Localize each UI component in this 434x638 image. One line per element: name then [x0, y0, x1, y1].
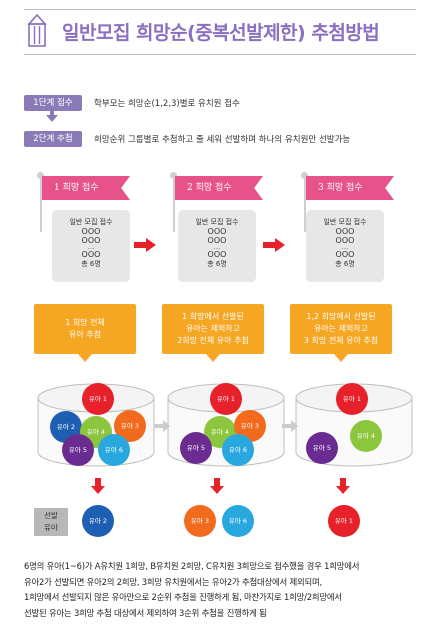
- bubble-line: 3 희망 전체 유아 추첨: [303, 336, 379, 345]
- child-ball: 유아 5: [306, 432, 338, 464]
- bubble-line: 유아는 제외하고: [185, 324, 241, 333]
- stage-3-flag: 3 희망 접수: [306, 176, 394, 200]
- child-ball: 유아 6: [222, 434, 254, 466]
- bubble-tail: [334, 354, 348, 362]
- description: 6명의 유아(1~6)가 A유치원 1희망, B유치원 2희망, C유치원 3희…: [24, 559, 420, 621]
- step-down-arrow-icon: [46, 115, 58, 122]
- title-bottom-rule: [24, 54, 416, 55]
- flag-pole: [173, 176, 175, 232]
- board-line: OOO: [207, 227, 227, 236]
- board-line: OOO: [335, 236, 355, 245]
- flag-pole: [40, 176, 42, 232]
- child-ball: 유아 1: [82, 383, 114, 415]
- stage-3-bubble: 1,2 희망에서 선발된 유아는 제외하고 3 희망 전체 유아 추첨: [290, 304, 392, 354]
- child-ball: 유아 4: [350, 420, 382, 452]
- bubble-line: 유아는 제외하고: [313, 324, 369, 333]
- down-arrow-icon: [336, 478, 350, 494]
- selected-child-ball: 유아 6: [222, 505, 254, 537]
- board-title: 일반 모집 접수: [195, 218, 239, 226]
- right-arrow-icon: [282, 420, 298, 432]
- down-arrow-icon: [210, 478, 224, 494]
- stage-1-flag: 1 희망 접수: [42, 176, 130, 200]
- child-ball: 유아 5: [62, 434, 94, 466]
- right-arrow-icon: [134, 238, 156, 252]
- selected-child-ball: 유아 3: [184, 505, 216, 537]
- step-1-text: 학부모는 희망순(1,2,3)별로 유치원 접수: [94, 99, 240, 109]
- pencil-icon: [27, 14, 47, 47]
- board-line: OOO: [207, 250, 227, 259]
- step-2-text: 희망순위 그룹별로 추첨하고 줄 세워 선발하며 하나의 유치원만 선발가능: [94, 135, 351, 145]
- bubble-line: 1 희망 전체: [65, 318, 105, 327]
- child-ball: 유아 5: [180, 432, 212, 464]
- board-count: 총 6명: [335, 260, 355, 268]
- board-line: OOO: [81, 250, 101, 259]
- bubble-line: 2희망 전체 유아 추첨: [177, 336, 249, 345]
- stage-2-board: 일반 모집 접수 OOO OOO ... OOO 총 6명: [178, 210, 256, 282]
- board-line: OOO: [81, 236, 101, 245]
- stage-2-bubble: 1 희망에서 선발된 유아는 제외하고 2희망 전체 유아 추첨: [162, 304, 264, 354]
- child-ball: 유아 6: [98, 434, 130, 466]
- flag-pole-knob: [301, 172, 308, 179]
- board-line: OOO: [81, 227, 101, 236]
- stage-1-bubble: 1 희망 전체 유아 추첨: [34, 304, 136, 354]
- bubble-tail: [206, 354, 220, 362]
- selected-children-label: 선발 유아: [34, 508, 68, 536]
- description-line: 6명의 유아(1~6)가 A유치원 1희망, B유치원 2희망, C유치원 3희…: [24, 561, 360, 571]
- board-line: OOO: [335, 227, 355, 236]
- board-ellipsis: ...: [87, 243, 95, 251]
- board-count: 총 6명: [207, 260, 227, 268]
- stage-1-board: 일반 모집 접수 OOO OOO ... OOO 총 6명: [52, 210, 130, 282]
- description-line: 1희망에서 선발되지 않은 유아만으로 2순위 추첨을 진행하게 됨, 마찬가지…: [24, 592, 342, 603]
- selected-child-ball: 유아 1: [328, 505, 360, 537]
- child-ball: 유아 1: [336, 383, 368, 415]
- right-arrow-icon: [263, 238, 285, 252]
- board-line: OOO: [335, 250, 355, 259]
- selected-child-ball: 유아 2: [82, 505, 114, 537]
- board-ellipsis: ...: [213, 243, 221, 251]
- board-line: OOO: [207, 236, 227, 245]
- description-line: 선발된 유아는 3희망 추첨 대상에서 제외하여 3순위 추첨을 진행하게 됨: [24, 607, 267, 618]
- right-arrow-icon: [154, 420, 170, 432]
- bubble-line: 1 희망에서 선발된: [182, 312, 244, 321]
- page-title: 일반모집 희망순(중복선발제한) 추첨방법: [62, 22, 380, 44]
- step-2-badge: 2단계 추첨: [24, 131, 82, 147]
- bubble-tail: [78, 354, 92, 362]
- selected-label-line: 선발: [44, 511, 58, 520]
- down-arrow-icon: [91, 478, 105, 494]
- board-ellipsis: ...: [341, 243, 349, 251]
- child-ball: 유아 1: [210, 383, 242, 415]
- step-1-badge: 1단계 접수: [24, 95, 82, 111]
- board-title: 일반 모집 접수: [69, 218, 113, 226]
- description-line: 유아2가 선발되면 유아2의 2희망, 3희망 유치원에서는 유아2가 추첨대상…: [24, 576, 322, 587]
- board-title: 일반 모집 접수: [323, 218, 367, 226]
- title-top-rule: [24, 9, 416, 10]
- stage-2-flag: 2 희망 접수: [175, 176, 263, 200]
- bubble-line: 1,2 희망에서 선발된: [306, 312, 376, 321]
- stage-3-board: 일반 모집 접수 OOO OOO ... OOO 총 6명: [306, 210, 384, 282]
- bubble-line: 유아 추첨: [69, 330, 101, 339]
- step-arrow-stem: [50, 109, 54, 116]
- flag-pole-knob: [37, 172, 44, 179]
- board-count: 총 6명: [81, 260, 101, 268]
- flag-pole: [304, 176, 306, 232]
- selected-label-line: 유아: [44, 523, 58, 532]
- flag-pole-knob: [170, 172, 177, 179]
